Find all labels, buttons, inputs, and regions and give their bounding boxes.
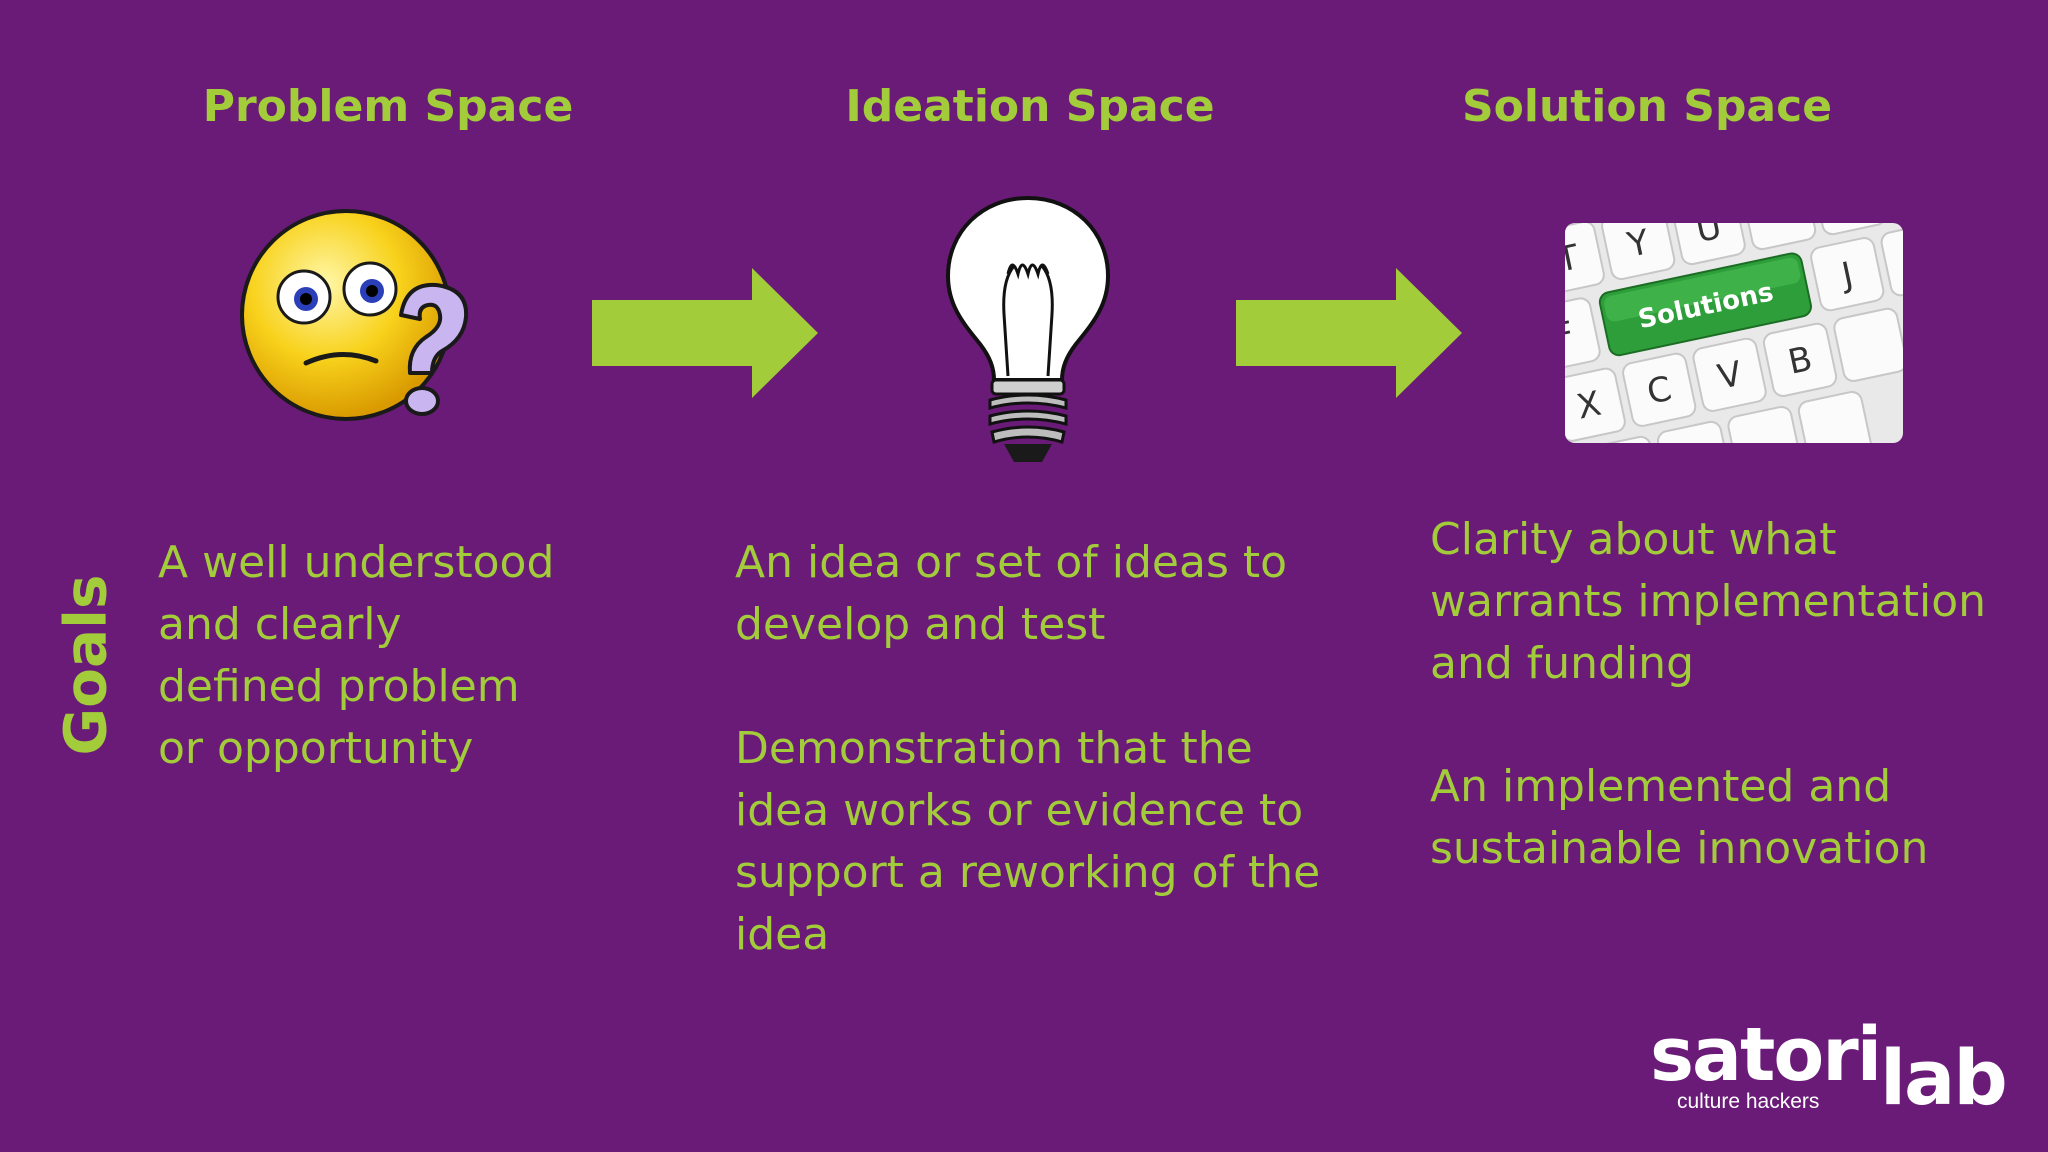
ideation-goal-text-1: An idea or set of ideas to develop and t… (735, 537, 1288, 650)
satorilab-logo: satori lab culture hackers (1650, 1010, 2010, 1130)
goals-label-text: Goals (51, 574, 119, 756)
problem-goal-text: A well understood and clearly defined pr… (158, 537, 555, 774)
right-arrow-icon (592, 268, 818, 398)
solution-goal-text-1: Clarity about what warrants implementati… (1430, 514, 1986, 689)
logo-word: satori (1650, 1012, 1882, 1098)
logo-tagline: culture hackers (1677, 1090, 1820, 1113)
ideation-space-heading: Ideation Space (845, 81, 1215, 132)
right-arrow-icon (1236, 268, 1462, 398)
solution-goal-text-2: An implemented and sustainable innovatio… (1430, 761, 1929, 874)
ideation-goal-text-2: Demonstration that the idea works or evi… (735, 723, 1321, 960)
logo-word-lab: lab (1880, 1033, 2008, 1122)
light-bulb-icon (945, 195, 1111, 462)
confused-face-question-icon (240, 209, 469, 421)
solutions-keyboard-image: Solutions T Y U F J X C V B (1565, 223, 1903, 443)
problem-space-heading: Problem Space (202, 81, 574, 132)
goals-row-label: Goals (30, 575, 140, 756)
solution-space-heading: Solution Space (1461, 81, 1833, 132)
